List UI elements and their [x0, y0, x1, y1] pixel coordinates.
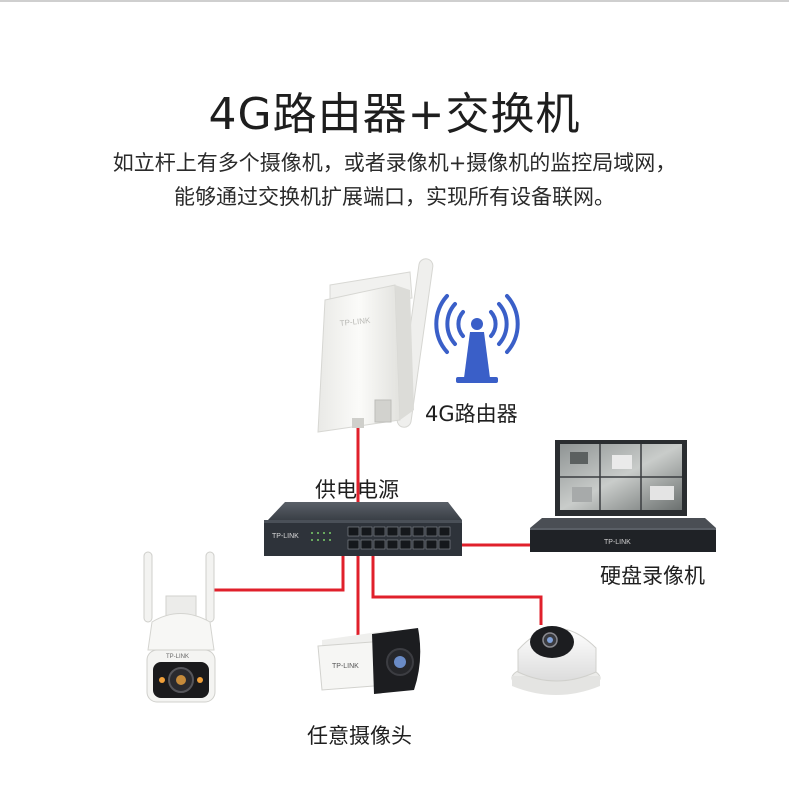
switch-logo: TP-LINK — [272, 533, 299, 540]
description-line-1: 如立杆上有多个摄像机，或者录像机+摄像机的监控局域网， — [112, 151, 677, 175]
router-logo: TP-LINK — [339, 316, 371, 328]
page-title: 4G路由器+交换机 — [208, 89, 581, 140]
router-label: 4G路由器 — [425, 402, 518, 426]
nvr-label: 硬盘录像机 — [600, 564, 705, 588]
page-description: 如立杆上有多个摄像机，或者录像机+摄像机的监控局域网， 能够通过交换机扩展端口，… — [0, 146, 789, 214]
ptz-camera-device: TP-LINK — [143, 551, 216, 703]
signal-tower-icon — [434, 294, 520, 383]
nvr-device: TP-LINK — [530, 440, 716, 552]
bullet-camera-device: TP-LINK — [317, 628, 421, 694]
cable-switch-ptz — [213, 555, 345, 592]
description-line-2: 能够通过交换机扩展端口，实现所有设备联网。 — [174, 185, 615, 209]
switch-ports — [347, 526, 451, 550]
router-device: TP-LINK — [317, 258, 434, 433]
cameras-label: 任意摄像头 — [307, 724, 412, 748]
bullet-logo: TP-LINK — [332, 663, 359, 670]
nvr-logo: TP-LINK — [604, 539, 631, 546]
dome-camera-device — [511, 626, 601, 695]
cable-switch-dome — [371, 555, 543, 625]
power-supply-label: 供电电源 — [315, 478, 399, 502]
switch-device: TP-LINK — [264, 502, 462, 556]
cables — [213, 425, 543, 645]
top-divider — [0, 0, 789, 2]
ptz-logo: TP-LINK — [166, 654, 189, 660]
